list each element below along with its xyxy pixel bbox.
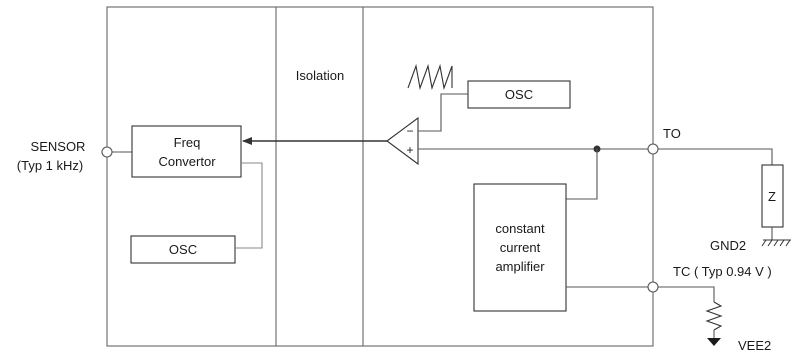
resistor-symbol xyxy=(705,301,723,331)
isolation-label: Isolation xyxy=(296,68,344,83)
tc-terminal xyxy=(647,281,659,293)
to-to-load-wire xyxy=(658,148,773,165)
tc-to-resistor-wire xyxy=(658,286,715,302)
gnd2-label: GND2 xyxy=(710,238,746,253)
osc-to-comparator-wire xyxy=(418,93,468,132)
freq-convertor-box xyxy=(131,125,242,178)
comparator-minus-sign: − xyxy=(406,124,413,138)
osc-right-label: OSC xyxy=(505,87,533,102)
osc-left-box xyxy=(130,235,236,264)
sensor-label: SENSOR xyxy=(31,139,86,154)
osc-to-convertor-wire xyxy=(235,162,263,249)
sensor-frequency-label: (Typ 1 kHz) xyxy=(17,158,83,173)
amplifier-label-line3: amplifier xyxy=(495,259,545,274)
tc-terminal-label: TC ( Typ 0.94 V ) xyxy=(673,264,772,279)
constant-current-amplifier-box xyxy=(473,183,567,312)
osc-right-box xyxy=(467,80,571,109)
freq-convertor-label-line2: Convertor xyxy=(158,154,216,169)
sensor-terminal xyxy=(101,146,113,158)
to-terminal-label: TO xyxy=(663,126,681,141)
amplifier-label-line1: constant xyxy=(495,221,545,236)
osc-left-label: OSC xyxy=(169,242,197,257)
gnd2-symbol-hatch xyxy=(761,239,791,247)
freq-convertor-label-line1: Freq xyxy=(174,135,201,150)
vee2-label: VEE2 xyxy=(738,338,771,353)
module-outline xyxy=(106,6,654,347)
comparator-triangle xyxy=(386,116,419,166)
comparator-plus-sign: + xyxy=(406,143,413,157)
to-terminal xyxy=(647,143,659,155)
junction-to-amplifier-wire xyxy=(566,149,598,200)
amplifier-label-line2: current xyxy=(500,240,541,255)
z-load-label: Z xyxy=(768,189,776,204)
vee2-arrow-icon xyxy=(707,338,721,346)
sawtooth-waveform-icon xyxy=(407,63,453,91)
